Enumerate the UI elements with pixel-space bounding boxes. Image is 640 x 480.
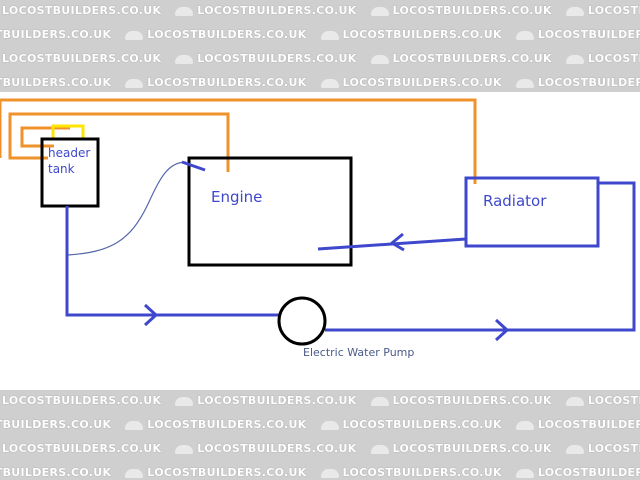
car-logo-icon	[320, 420, 339, 430]
watermark-text: LOCOSTBUILDERS.CO.UK	[320, 418, 502, 431]
car-logo-icon	[370, 6, 389, 16]
car-logo-icon	[565, 54, 584, 64]
flow-arrow-1	[143, 303, 159, 327]
car-logo-icon	[175, 6, 194, 16]
watermark-text: LOCOSTBUILDERS.CO.UK	[125, 418, 306, 431]
header-tank-box	[40, 137, 100, 208]
watermark-row: LOCOSTBUILDERS.CO.UK LOCOSTBUILDERS.CO.UK…	[0, 76, 640, 89]
blue-pipe-pump-to-radiator	[325, 181, 636, 332]
flow-arrows	[143, 232, 510, 342]
watermark-text: LOCOSTBUILDERS.CO.UK	[565, 52, 640, 65]
car-logo-icon	[320, 78, 339, 88]
engine-label: Engine	[211, 188, 262, 206]
blue-pipe-tank-to-pump	[65, 206, 279, 317]
car-logo-icon	[175, 444, 194, 454]
watermark-text: LOCOSTBUILDERS.CO.UK	[175, 52, 356, 65]
blue-pipe-engine-inlet	[181, 160, 206, 172]
car-logo-icon	[515, 78, 534, 88]
watermark-row: LOCOSTBUILDERS.CO.UK LOCOSTBUILDERS.CO.UK…	[0, 442, 640, 455]
orange-pipe-tank-return	[20, 126, 70, 148]
watermark-text: LOCOSTBUILDERS.CO.UK	[125, 28, 306, 41]
watermark-text: LOCOSTBUILDERS.CO.UK	[2, 394, 162, 407]
car-logo-icon	[515, 420, 534, 430]
car-logo-icon	[320, 468, 339, 478]
watermark-text: LOCOSTBUILDERS.CO.UK	[2, 4, 162, 17]
car-logo-icon	[515, 30, 534, 40]
car-logo-icon	[175, 396, 194, 406]
water-pump-label: Electric Water Pump	[303, 346, 414, 359]
header-tank-label-2: tank	[48, 162, 75, 176]
radiator-label: Radiator	[483, 192, 547, 210]
car-logo-icon	[370, 54, 389, 64]
watermark-text: LOCOSTBUILDERS.CO.UK	[175, 442, 356, 455]
watermark-text: LOCOSTBUILDERS.CO.UK	[515, 466, 640, 479]
watermark-text: LOCOSTBUILDERS.CO.UK	[370, 4, 552, 17]
orange-pipe-engine-bleed	[8, 112, 230, 172]
water-pump-icon	[277, 296, 327, 346]
watermark-text: LOCOSTBUILDERS.CO.UK	[0, 466, 112, 479]
watermark-text: LOCOSTBUILDERS.CO.UK	[320, 76, 502, 89]
watermark-text: LOCOSTBUILDERS.CO.UK	[515, 418, 640, 431]
watermark-text: LOCOSTBUILDERS.CO.UK	[125, 466, 306, 479]
watermark-text: LOCOSTBUILDERS.CO.UK	[0, 76, 112, 89]
watermark-text: LOCOSTBUILDERS.CO.UK	[565, 442, 640, 455]
watermark-row: LOCOSTBUILDERS.CO.UK LOCOSTBUILDERS.CO.UK…	[0, 28, 640, 41]
engine-box	[187, 156, 353, 267]
car-logo-icon	[125, 30, 144, 40]
watermark-row: LOCOSTBUILDERS.CO.UK LOCOSTBUILDERS.CO.UK…	[0, 4, 640, 17]
car-logo-icon	[565, 444, 584, 454]
car-logo-icon	[125, 420, 144, 430]
watermark-text: LOCOSTBUILDERS.CO.UK	[515, 76, 640, 89]
watermark-text: LOCOSTBUILDERS.CO.UK	[125, 76, 306, 89]
car-logo-icon	[320, 30, 339, 40]
watermark-text: LOCOSTBUILDERS.CO.UK	[370, 442, 552, 455]
car-logo-icon	[175, 54, 194, 64]
orange-pipes	[0, 98, 477, 184]
car-logo-icon	[370, 396, 389, 406]
watermark-text: LOCOSTBUILDERS.CO.UK	[565, 394, 640, 407]
car-logo-icon	[565, 396, 584, 406]
watermark-text: LOCOSTBUILDERS.CO.UK	[2, 52, 162, 65]
car-logo-icon	[125, 78, 144, 88]
watermark-row: LOCOSTBUILDERS.CO.UK LOCOSTBUILDERS.CO.UK…	[0, 466, 640, 479]
car-logo-icon	[515, 468, 534, 478]
flow-arrow-2	[494, 318, 510, 342]
watermark-text: LOCOSTBUILDERS.CO.UK	[515, 28, 640, 41]
cooling-diagram: header tank Engine Radiator Electric Wat…	[0, 98, 636, 359]
watermark-text: LOCOSTBUILDERS.CO.UK	[175, 4, 356, 17]
watermark-row: LOCOSTBUILDERS.CO.UK LOCOSTBUILDERS.CO.UK…	[0, 418, 640, 431]
radiator-box	[464, 176, 600, 248]
watermark-row: LOCOSTBUILDERS.CO.UK LOCOSTBUILDERS.CO.UK…	[0, 394, 640, 407]
watermark-text: LOCOSTBUILDERS.CO.UK	[370, 394, 552, 407]
watermark-text: LOCOSTBUILDERS.CO.UK	[565, 4, 640, 17]
car-logo-icon	[565, 6, 584, 16]
watermark-text: LOCOSTBUILDERS.CO.UK	[370, 52, 552, 65]
expansion-hose	[67, 161, 187, 256]
watermark-row: LOCOSTBUILDERS.CO.UK LOCOSTBUILDERS.CO.UK…	[0, 52, 640, 65]
orange-pipe-radiator-bleed	[0, 98, 477, 184]
watermark-text: LOCOSTBUILDERS.CO.UK	[2, 442, 162, 455]
car-logo-icon	[370, 444, 389, 454]
watermark-text: LOCOSTBUILDERS.CO.UK	[0, 28, 112, 41]
header-tank-label-1: header	[48, 146, 90, 160]
watermark-text: LOCOSTBUILDERS.CO.UK	[320, 466, 502, 479]
flow-arrow-3	[389, 232, 405, 252]
watermark-text: LOCOSTBUILDERS.CO.UK	[175, 394, 356, 407]
watermark-text: LOCOSTBUILDERS.CO.UK	[320, 28, 502, 41]
watermark-band-bottom: LOCOSTBUILDERS.CO.UK LOCOSTBUILDERS.CO.UK…	[0, 390, 640, 480]
watermark-band-top: LOCOSTBUILDERS.CO.UK LOCOSTBUILDERS.CO.UK…	[0, 0, 640, 92]
watermark-text: LOCOSTBUILDERS.CO.UK	[0, 418, 112, 431]
car-logo-icon	[125, 468, 144, 478]
